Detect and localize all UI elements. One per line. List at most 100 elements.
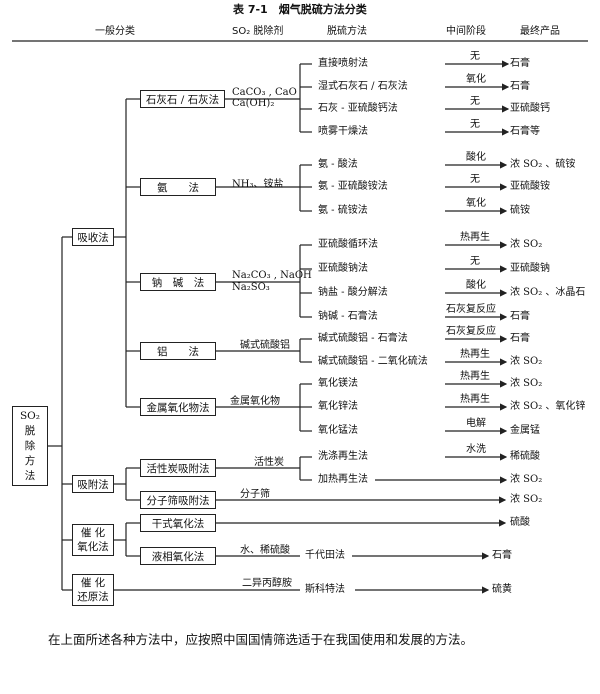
method-name: 洗涤再生法 xyxy=(318,451,368,462)
method-mid: 热再生 xyxy=(460,394,490,405)
method-name: 湿式石灰石 / 石灰法 xyxy=(318,81,408,92)
chiyoda-method: 千代田法 xyxy=(305,550,345,561)
method-product: 亚硫酸钙 xyxy=(510,103,550,114)
method-mid: 热再生 xyxy=(460,349,490,360)
method-mid: 无 xyxy=(470,96,480,107)
method-product: 浓 SO₂ xyxy=(510,474,543,485)
root-box-so2-removal: SO₂ 脱 除 方 法 xyxy=(12,406,48,486)
method-mid: 热再生 xyxy=(460,232,490,243)
method-product: 浓 SO₂ xyxy=(510,378,543,389)
method-mid: 氧化 xyxy=(466,74,486,85)
box-catalytic-reduction: 催 化 还原法 xyxy=(72,574,114,606)
root-line: 方 xyxy=(24,454,36,467)
cat-red-line1: 催 化 xyxy=(80,577,106,589)
method-mid: 水洗 xyxy=(466,444,486,455)
scott-method: 斯科特法 xyxy=(305,584,345,595)
agent-reduction: 二异丙醇胺 xyxy=(242,578,292,589)
method-product: 硫铵 xyxy=(510,205,530,216)
method-mid: 酸化 xyxy=(466,280,486,291)
method-name: 钠碱 - 石膏法 xyxy=(318,311,378,322)
chiyoda-product: 石膏 xyxy=(492,550,512,561)
method-name: 石灰 - 亚硫酸钙法 xyxy=(318,103,398,114)
method-product: 石膏 xyxy=(510,311,530,322)
cat-red-line2: 还原法 xyxy=(77,591,109,603)
method-mid: 热再生 xyxy=(460,371,490,382)
sieve-product: 浓 SO₂ xyxy=(510,494,543,505)
method-name: 亚硫酸钠法 xyxy=(318,263,368,274)
root-line: SO₂ xyxy=(19,409,40,422)
box-limestone-lime: 石灰石 / 石灰法 xyxy=(140,90,225,108)
method-mid: 无 xyxy=(470,119,480,130)
agent-metal-oxide: 金属氧化物 xyxy=(230,396,280,407)
method-mid: 石灰复反应 xyxy=(446,326,496,337)
box-ammonia: 氨 法 xyxy=(140,178,216,196)
method-product: 石膏 xyxy=(510,58,530,69)
box-molecular-sieve: 分子筛吸附法 xyxy=(140,491,216,509)
method-mid: 酸化 xyxy=(466,152,486,163)
header-intermediate: 中间阶段 xyxy=(446,26,486,37)
method-product: 稀硫酸 xyxy=(510,451,540,462)
method-name: 碱式硫酸铝 - 石膏法 xyxy=(318,333,408,344)
method-name: 氨 - 硫铵法 xyxy=(318,205,368,216)
method-mid: 无 xyxy=(470,256,480,267)
agent-sodium: Na₂CO₃ , NaOH xyxy=(232,270,312,281)
method-product: 石膏 xyxy=(510,81,530,92)
header-category: 一般分类 xyxy=(95,26,135,37)
box-activated-carbon: 活性炭吸附法 xyxy=(140,459,216,477)
root-line: 除 xyxy=(24,439,36,452)
agent-aluminum: 碱式硫酸铝 xyxy=(240,340,290,351)
method-name: 直接喷射法 xyxy=(318,58,368,69)
root-line: 脱 xyxy=(24,424,36,437)
footer-note: 在上面所述各种方法中，应按照中国国情筛选适于在我国使用和发展的方法。 xyxy=(48,632,474,647)
method-name: 碱式硫酸铝 - 二氧化硫法 xyxy=(318,356,428,367)
header-product: 最终产品 xyxy=(520,26,560,37)
method-mid: 无 xyxy=(470,174,480,185)
method-product: 浓 SO₂ xyxy=(510,356,543,367)
method-product: 金属锰 xyxy=(510,425,540,436)
box-adsorption: 吸附法 xyxy=(72,475,114,493)
method-name: 氧化锌法 xyxy=(318,401,358,412)
header-method: 脱硫方法 xyxy=(327,26,367,37)
method-product: 浓 SO₂ 、氧化锌 xyxy=(510,401,586,412)
method-product: 浓 SO₂ 、冰晶石 xyxy=(510,287,586,298)
method-product: 亚硫酸钠 xyxy=(510,263,550,274)
root-line: 法 xyxy=(24,469,36,482)
cat-oxid-line1: 催 化 xyxy=(80,527,106,539)
method-name: 亚硫酸循环法 xyxy=(318,239,378,250)
box-aluminum: 铝 法 xyxy=(140,342,216,360)
dry-oxidation-product: 硫酸 xyxy=(510,517,530,528)
header-agent: SO₂ 脱除剂 xyxy=(232,26,284,37)
scott-product: 硫黄 xyxy=(492,584,512,595)
box-sodium-alkali: 钠 碱 法 xyxy=(140,273,216,291)
agent-liquid: 水、稀硫酸 xyxy=(240,545,290,556)
method-mid: 电解 xyxy=(466,418,486,429)
cat-oxid-line2: 氧化法 xyxy=(77,541,109,553)
agent-limestone-2: Ca(OH)₂ xyxy=(232,98,275,109)
box-catalytic-oxidation: 催 化 氧化法 xyxy=(72,524,114,556)
method-mid: 石灰复反应 xyxy=(446,304,496,315)
method-name: 氧化锰法 xyxy=(318,425,358,436)
method-name: 喷雾干燥法 xyxy=(318,126,368,137)
method-name: 钠盐 - 酸分解法 xyxy=(318,287,388,298)
box-liquid-oxidation: 液相氧化法 xyxy=(140,547,216,565)
agent-limestone: CaCO₃ , CaO xyxy=(232,87,297,98)
box-metal-oxide: 金属氧化物法 xyxy=(140,398,216,416)
method-name: 氧化镁法 xyxy=(318,378,358,389)
method-name: 氨 - 酸法 xyxy=(318,159,358,170)
method-product: 浓 SO₂ xyxy=(510,239,543,250)
box-dry-oxidation: 干式氧化法 xyxy=(140,514,216,532)
method-product: 石膏 xyxy=(510,333,530,344)
box-absorption: 吸收法 xyxy=(72,228,114,246)
agent-sodium-2: Na₂SO₃ xyxy=(232,282,270,293)
agent-ammonia: NH₃、铵盐 xyxy=(232,179,284,190)
method-name: 氨 - 亚硫酸铵法 xyxy=(318,181,388,192)
method-product: 亚硫酸铵 xyxy=(510,181,550,192)
method-mid: 氧化 xyxy=(466,198,486,209)
agent-sieve: 分子筛 xyxy=(240,489,270,500)
table-title: 表 7-1 烟气脱硫方法分类 xyxy=(233,3,367,16)
method-mid: 无 xyxy=(470,51,480,62)
method-product: 石膏等 xyxy=(510,126,540,137)
method-product: 浓 SO₂ 、硫铵 xyxy=(510,159,576,170)
agent-carbon: 活性炭 xyxy=(254,457,284,468)
